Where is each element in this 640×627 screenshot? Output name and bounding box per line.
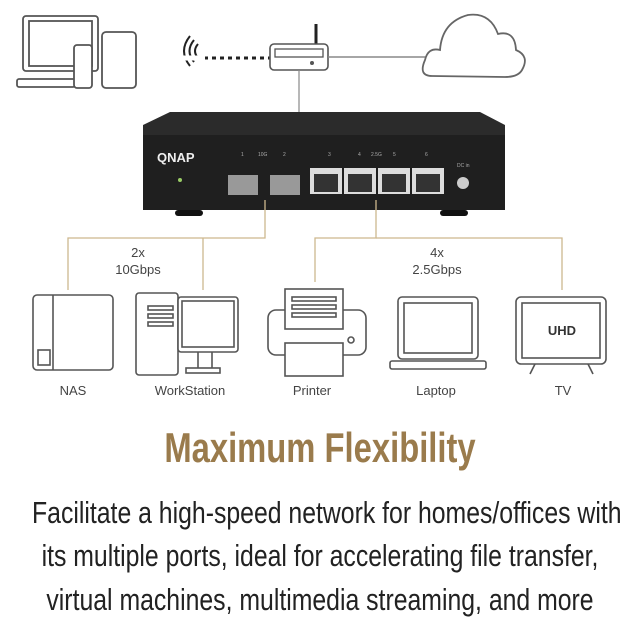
device-label-nas: NAS bbox=[60, 383, 87, 398]
headline: Maximum Flexibility bbox=[164, 424, 476, 471]
sfp-port-2 bbox=[270, 175, 300, 195]
router-icon bbox=[269, 24, 329, 71]
nas-icon bbox=[32, 294, 114, 371]
device-label-laptop: Laptop bbox=[416, 383, 456, 398]
qnap-switch: QNAP 1 10G 2 3 4 2.5G 5 6 DC in bbox=[143, 112, 505, 216]
svg-text:2: 2 bbox=[283, 152, 286, 158]
description-line-3: virtual machines, multimedia streaming, … bbox=[46, 582, 594, 617]
device-label-printer: Printer bbox=[293, 383, 332, 398]
rj45-count: 4x bbox=[430, 245, 444, 260]
wifi-icon bbox=[183, 35, 199, 67]
rj45-speed: 2.5Gbps bbox=[412, 262, 462, 277]
svg-text:3: 3 bbox=[328, 152, 331, 158]
svg-text:2.5G: 2.5G bbox=[371, 152, 382, 158]
svg-text:6: 6 bbox=[425, 152, 428, 158]
link-lines bbox=[67, 200, 563, 290]
sfp-speed: 10Gbps bbox=[115, 262, 161, 277]
device-label-tv: TV bbox=[555, 383, 572, 398]
brand-logo: QNAP bbox=[157, 150, 195, 165]
svg-text:5: 5 bbox=[393, 152, 396, 158]
tv-screen-text: UHD bbox=[548, 323, 576, 338]
tv-icon bbox=[515, 296, 607, 375]
client-devices-icon bbox=[16, 15, 137, 89]
workstation-icon bbox=[135, 292, 239, 376]
cloud-icon bbox=[421, 13, 526, 78]
description-line-2: its multiple ports, ideal for accelerati… bbox=[41, 538, 599, 573]
svg-text:10G: 10G bbox=[258, 152, 268, 158]
svg-text:DC in: DC in bbox=[457, 163, 470, 169]
svg-text:4: 4 bbox=[358, 152, 361, 158]
laptop-icon bbox=[389, 296, 487, 370]
description-line-1: Facilitate a high-speed network for home… bbox=[32, 495, 622, 530]
device-label-workstation: WorkStation bbox=[155, 383, 226, 398]
svg-text:1: 1 bbox=[241, 152, 244, 158]
printer-icon bbox=[267, 288, 367, 377]
sfp-count: 2x bbox=[131, 245, 145, 260]
sfp-port-1 bbox=[228, 175, 258, 195]
